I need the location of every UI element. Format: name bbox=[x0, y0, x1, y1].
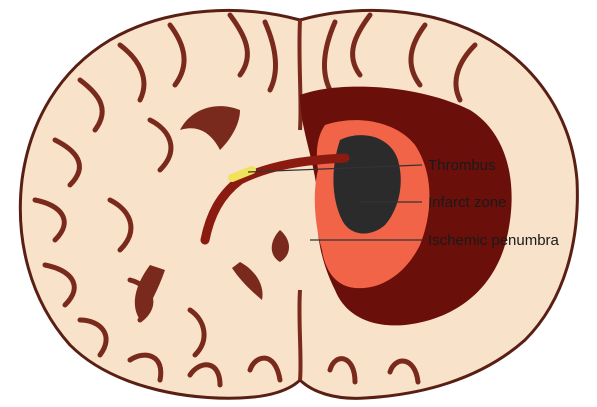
thrombus-label: Thrombus bbox=[428, 157, 496, 174]
infarct-zone-label: Infarct zone bbox=[428, 194, 506, 211]
ischemic-penumbra-label: Ischemic penumbra bbox=[428, 232, 560, 249]
